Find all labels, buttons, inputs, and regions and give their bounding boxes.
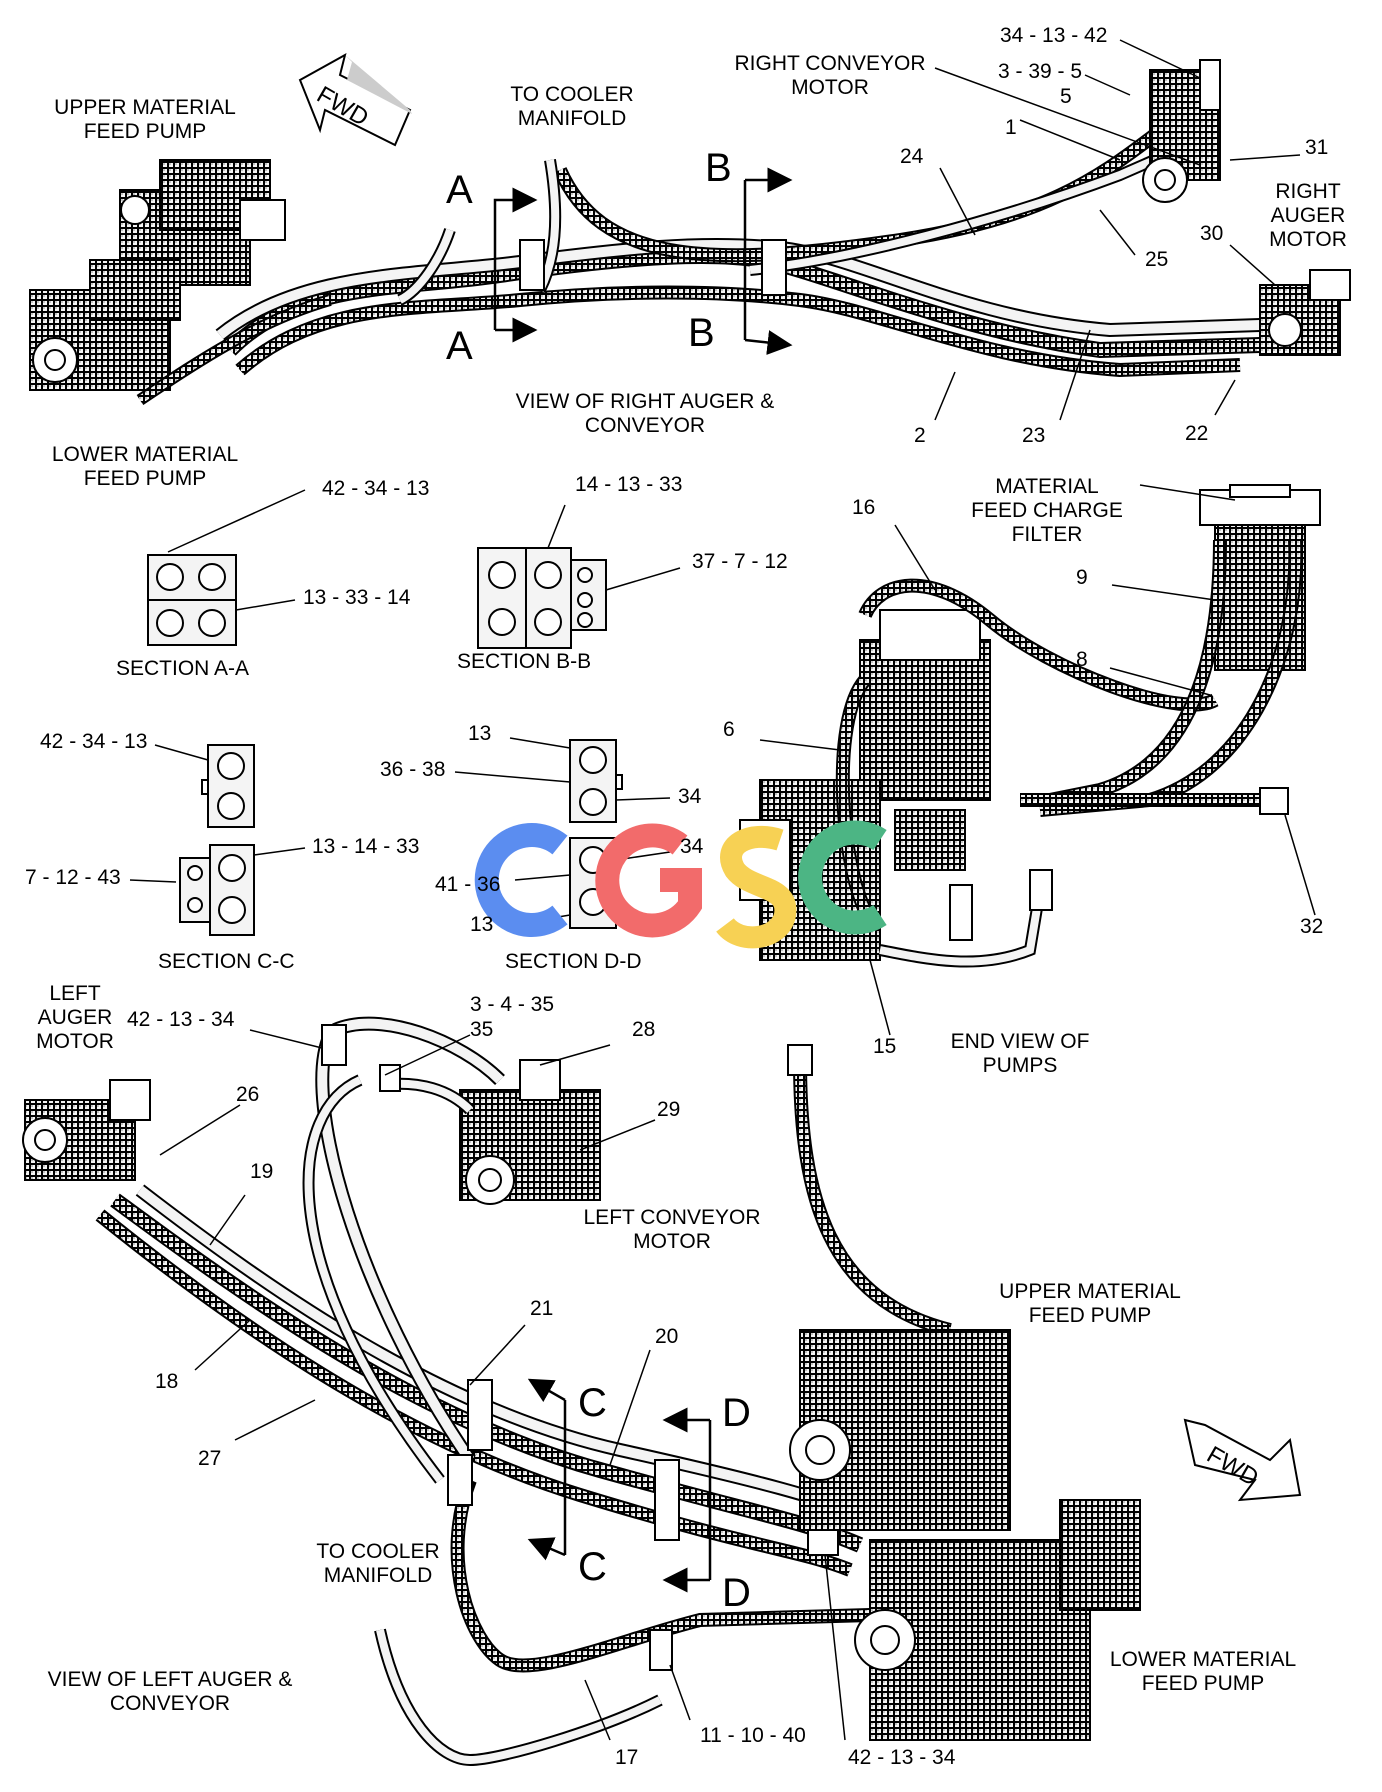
callout-6: 6 [723,718,735,741]
callout-19: 19 [250,1160,274,1183]
section-letter-d-top: D [722,1391,751,1435]
left-auger-motor [22,1079,151,1181]
section-bb-callout-1: 14 - 13 - 33 [575,473,683,496]
right-conveyor-motor [1142,59,1221,203]
section-dd-callout-13-top: 13 [468,722,492,745]
section-bb-callout-2: 37 - 7 - 12 [692,550,788,573]
watermark-logo [474,820,887,949]
section-bb-caption: SECTION B-B [457,650,592,673]
section-cc-callout-1: 42 - 34 - 13 [40,730,148,753]
right-auger-motor [1259,269,1351,356]
callout-22: 22 [1185,422,1209,445]
callout-24: 24 [900,145,924,168]
section-letter-b-bottom: B [688,311,715,355]
section-letter-b-top: B [705,146,732,190]
upper-feed-pump-top [119,159,286,286]
callout-16: 16 [852,496,876,519]
leader-lines-top [934,39,1301,421]
leader-lines-end-view [759,484,1316,1036]
callout-28: 28 [632,1018,656,1041]
bottom-pumps [789,1329,1141,1741]
section-bb-drawing [477,504,681,649]
section-dd-caption: SECTION D-D [505,950,642,973]
callout-42-13-34-bottom: 42 - 13 - 34 [848,1746,956,1769]
section-aa-callout-2: 13 - 33 - 14 [303,586,411,609]
callout-3-4-35: 3 - 4 - 35 [470,993,555,1016]
callout-9: 9 [1076,566,1088,589]
callout-20: 20 [655,1325,679,1348]
right-view-caption: VIEW OF RIGHT AUGER &CONVEYOR [515,390,775,437]
callout-30: 30 [1200,222,1224,245]
callout-17: 17 [615,1746,639,1769]
callout-8: 8 [1076,648,1088,671]
section-aa-caption: SECTION A-A [116,657,250,680]
section-line-b [743,167,793,355]
section-dd-callout-36-38: 36 - 38 [380,758,446,781]
callout-11-10-40: 11 - 10 - 40 [700,1724,806,1747]
callout-42-13-34-top: 42 - 13 - 34 [127,1008,235,1031]
callout-26: 26 [236,1083,260,1106]
callout-1: 1 [1005,116,1017,139]
callout-5: 5 [1060,85,1072,108]
section-dd-callout-34-a: 34 [678,785,702,808]
callout-25: 25 [1145,248,1169,271]
section-aa-callout-1: 42 - 34 - 13 [322,477,430,500]
callout-31: 31 [1305,136,1329,159]
section-letter-a-bottom: A [446,324,473,368]
section-dd-callout-34-b: 34 [680,835,704,858]
callout-29: 29 [657,1098,681,1121]
callout-21: 21 [530,1297,554,1320]
hose-bundle-top [136,88,1261,405]
section-letter-c-bottom: C [578,1545,607,1589]
section-dd-callout-13-bottom: 13 [470,913,494,936]
callout-15: 15 [873,1035,897,1058]
section-aa-drawing [147,489,306,646]
callout-23: 23 [1022,424,1046,447]
section-letter-d-bottom: D [722,1571,751,1615]
section-dd-callout-41-36: 41 - 36 [435,873,501,896]
end-view-hoses [835,539,1303,968]
callout-32: 32 [1300,915,1324,938]
callout-18: 18 [155,1370,179,1393]
callout-2: 2 [914,424,926,447]
callout-34-13-42: 34 - 13 - 42 [1000,24,1108,47]
lower-feed-pump-top [29,259,181,391]
section-letter-c-top: C [578,1381,607,1425]
callout-3-39-5: 3 - 39 - 5 [998,60,1083,83]
fwd-arrow-bottom [1183,1418,1302,1502]
callout-27: 27 [198,1447,222,1470]
fwd-arrow-top [298,53,412,147]
section-letter-a-top: A [446,168,473,212]
left-conveyor-motor [459,1059,601,1205]
callout-35: 35 [470,1018,494,1041]
section-cc-drawing [129,744,306,936]
end-view-pumps [739,609,991,961]
section-line-d [662,1407,712,1593]
leader-lines-bottom [159,1029,846,1741]
section-cc-caption: SECTION C-C [158,950,295,973]
section-line-a [493,187,538,343]
section-cc-callout-2: 13 - 14 - 33 [312,835,420,858]
left-view-caption: VIEW OF LEFT AUGER &CONVEYOR [47,1668,293,1715]
section-line-c [527,1378,567,1561]
section-cc-callout-3: 7 - 12 - 43 [25,866,121,889]
